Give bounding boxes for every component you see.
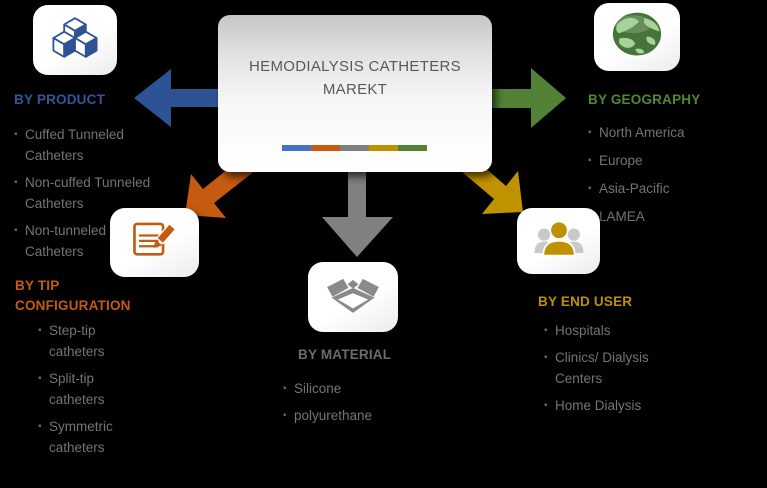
color-stripe [282,145,427,151]
section-material: BY MATERIAL ▪ Silicone ▪ polyurethane [283,345,423,432]
bullet-icon: ▪ [38,421,42,432]
list-item-label: Home Dialysis [555,398,642,413]
open-box-icon [324,270,382,325]
bullet-icon: ▪ [588,155,592,166]
product-heading: BY PRODUCT [14,92,106,107]
bullet-icon: ▪ [588,183,592,194]
bullet-icon: ▪ [14,129,18,140]
bullet-icon: ▪ [588,127,592,138]
list-item: ▪ Non-cuffed Tunneled Catheters [14,172,160,214]
end-user-list: ▪ Hospitals ▪ Clinics/ Dialysis Centers ▪ H… [544,320,684,416]
list-item: ▪ Europe [588,150,760,171]
list-item: ▪ polyurethane [283,405,423,426]
center-box: HEMODIALYSIS CATHETERS MAREKT [218,15,492,172]
section-product: BY PRODUCT ▪ Cuffed Tunneled Catheters ▪ N… [14,90,160,268]
list-item: ▪ Symmetric catheters [38,416,130,458]
list-item: ▪ Silicone [283,378,423,399]
geography-list: ▪ North America ▪ Europe ▪ Asia-Pacific ▪LA… [588,122,760,227]
stripe-segment [340,145,369,151]
stripe-segment [311,145,340,151]
section-tip-configuration: BY TIP CONFIGURATION ▪ Step-tip catheters… [15,276,165,464]
section-geography: BY GEOGRAPHY ▪ North America ▪ Europe ▪ Asi… [588,90,760,234]
bullet-icon: ▪ [38,373,42,384]
bullet-icon: ▪ [544,352,548,363]
market-title-line2: MAREKT [322,81,388,98]
list-item-label: Asia-Pacific [599,181,670,196]
list-item-label: Symmetric catheters [49,419,113,455]
bullet-icon: ▪ [283,383,287,394]
bullet-icon: ▪ [38,325,42,336]
list-item-label: North America [599,125,685,140]
right-arrow [489,68,566,128]
stripe-segment [369,145,398,151]
section-end-user: BY END USER ▪ Hospitals ▪ Clinics/ Dialysi… [538,292,700,422]
tip-configuration-icon-card [110,208,199,277]
tip-configuration-list: ▪ Step-tip catheters ▪ Split-tip catheters… [38,320,130,458]
list-item-label: Step-tip catheters [49,323,105,359]
left-arrow [134,69,219,127]
list-item-label: polyurethane [294,408,373,423]
document-pen-icon [126,215,184,270]
tip-configuration-heading: BY TIP CONFIGURATION [15,278,131,313]
material-list: ▪ Silicone ▪ polyurethane [283,378,423,426]
stripe-segment [282,145,311,151]
list-item-label: Hospitals [555,323,611,338]
list-item: ▪ Hospitals [544,320,684,341]
bullet-icon: ▪ [544,400,548,411]
list-item: ▪LAMEA [588,206,760,227]
people-icon [531,216,587,267]
down-arrow [322,171,393,257]
end-user-heading: BY END USER [538,294,633,309]
list-item-label: Silicone [294,381,342,396]
list-item-label: Cuffed Tunneled Catheters [25,127,124,163]
list-item-label: Split-tip catheters [49,371,105,407]
list-item: ▪ Asia-Pacific [588,178,760,199]
list-item: ▪ Cuffed Tunneled Catheters [14,124,160,166]
list-item: ▪ North America [588,122,760,143]
bullet-icon: ▪ [544,325,548,336]
market-title: HEMODIALYSIS CATHETERS MAREKT [218,55,492,101]
list-item-label: Non-cuffed Tunneled Catheters [25,175,151,211]
cubes-icon [48,15,102,66]
product-list: ▪ Cuffed Tunneled Catheters ▪ Non-cuffed T… [14,124,160,262]
list-item-label: Non-tunneled Catheters [25,223,107,259]
product-icon-card [33,5,117,75]
list-item-label: LAMEA [599,209,645,224]
list-item: ▪ Clinics/ Dialysis Centers [544,347,684,389]
list-item-label: Clinics/ Dialysis Centers [555,350,649,386]
list-item-label: Europe [599,153,643,168]
stripe-segment [398,145,427,151]
list-item: ▪ Home Dialysis [544,395,684,416]
list-item: ▪ Split-tip catheters [38,368,130,410]
globe-icon [608,10,666,65]
list-item: ▪ Non-tunneled Catheters [14,220,160,262]
material-heading: BY MATERIAL [298,347,392,362]
geography-heading: BY GEOGRAPHY [588,92,701,107]
list-item: ▪ Step-tip catheters [38,320,130,362]
bullet-icon: ▪ [283,410,287,421]
bullet-icon: ▪ [14,225,18,236]
geography-icon-card [594,3,680,71]
market-title-line1: HEMODIALYSIS CATHETERS [249,58,461,75]
material-icon-card [308,262,398,332]
bullet-icon: ▪ [14,177,18,188]
end-user-icon-card [517,208,600,274]
